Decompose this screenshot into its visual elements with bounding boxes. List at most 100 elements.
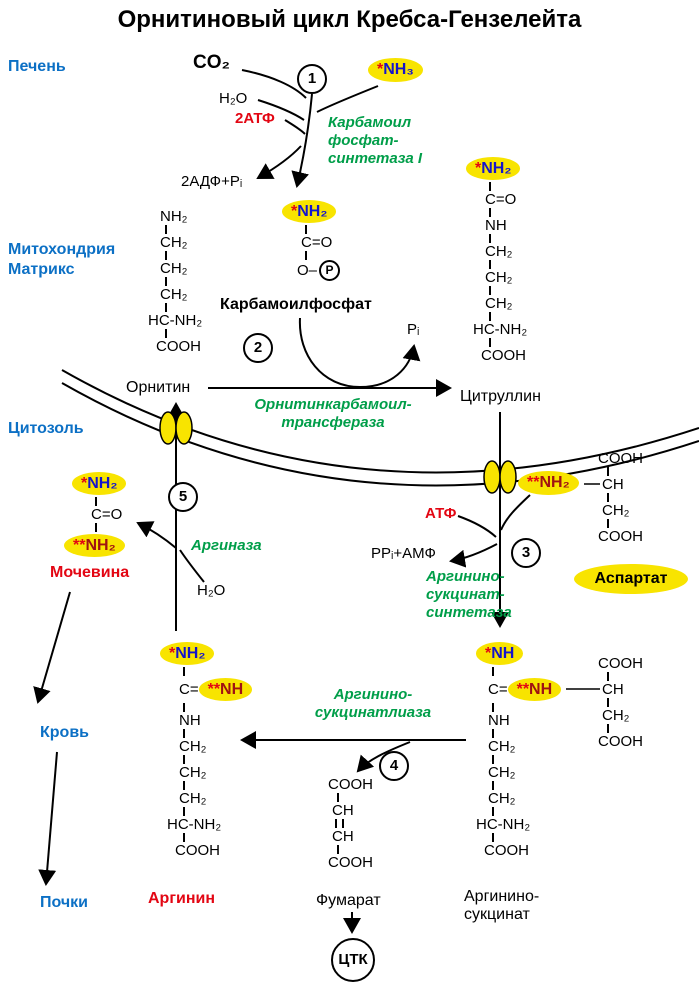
- molecule-arginine: *NH₂ C=**NH NH CH₂ CH₂ CH₂ HC-NH₂ COOH: [154, 640, 253, 859]
- formula-row: CH: [602, 476, 624, 493]
- bond: [492, 667, 494, 676]
- arginine-nh-star: **: [207, 681, 221, 698]
- formula-row: COOH: [156, 338, 201, 355]
- enzyme-asl-line2: сукцинатлиаза: [314, 704, 432, 721]
- ppi-amp-label: PPᵢ+АМФ: [371, 545, 436, 562]
- h2o-arginase-label: H₂O: [197, 582, 226, 599]
- carbon-double-bond: C=: [179, 681, 199, 698]
- enzyme-cps: Карбамоил фосфат- синтетаза I: [328, 114, 422, 168]
- bond: [95, 523, 97, 532]
- formula-row: NH: [488, 712, 510, 729]
- transporter-left-a: [159, 411, 177, 445]
- bond: [337, 793, 339, 802]
- pi-label: Pᵢ: [407, 321, 420, 338]
- bond: [492, 703, 494, 712]
- arginine-nh2-tag: *NH₂: [160, 640, 252, 667]
- enzyme-arginase: Аргиназа: [191, 537, 262, 554]
- arrow-cps-main: [291, 93, 313, 188]
- formula-row: CH: [332, 828, 354, 845]
- bond: [489, 260, 491, 269]
- arginine-nh2-star: *: [169, 645, 176, 662]
- carbamoyl-phosphate-label: Карбамоилфосфат: [220, 296, 372, 313]
- aspartate-nh2-tag: **NH₂: [518, 471, 579, 495]
- citrulline-label: Цитруллин: [460, 388, 541, 405]
- arginine-guanidino-row: C= **NH: [179, 676, 253, 703]
- bond: [492, 833, 494, 842]
- bond: [95, 497, 97, 506]
- arrow-urea-out: [136, 521, 177, 549]
- formula-row: HC-NH₂: [148, 312, 203, 329]
- formula-row: COOH: [481, 347, 526, 364]
- formula-row: CH: [602, 681, 624, 698]
- region-label-kidneys: Почки: [40, 894, 89, 911]
- phosphate-circle-icon: P: [319, 259, 341, 281]
- formula-row: COOH: [598, 655, 643, 672]
- bond: [607, 467, 609, 476]
- adp-pi-label: 2АДФ+Pᵢ: [181, 173, 243, 190]
- arrow-blood-to-kidneys: [38, 751, 58, 886]
- arrow-atp-in: [284, 119, 306, 135]
- tca-cycle-node: ЦТК: [331, 938, 375, 982]
- diagram-title: Орнитиновый цикл Кребса-Гензелейта: [117, 6, 582, 33]
- bond: [183, 807, 185, 816]
- oxygen-atom: O: [297, 261, 309, 279]
- formula-row: CH₂: [488, 790, 516, 807]
- argsuccinate-nh-text: NH: [529, 681, 553, 698]
- fumarate-label: Фумарат: [316, 892, 381, 909]
- bond: [607, 493, 609, 502]
- arginine-nh-text: NH: [220, 681, 244, 698]
- transporter-right-b: [499, 460, 517, 494]
- atp2-label: 2АТФ: [235, 110, 275, 127]
- formula-row: COOH: [598, 528, 643, 545]
- aspartate-nh2-star: **: [527, 474, 540, 491]
- enzyme-otc-line2: трансфераза: [281, 414, 385, 431]
- region-label-matrix: Матрикс: [8, 261, 75, 278]
- carbamoyl-nh2-tag: *NH₂: [282, 198, 340, 225]
- arrow-aspartate-in: [500, 494, 531, 531]
- molecule-urea: *NH₂ C=O **NH₂: [64, 470, 127, 559]
- argininosuccinate-label-line1: Аргинино-: [464, 888, 540, 905]
- formula-row: NH₂: [160, 208, 188, 225]
- molecule-citrulline: *NH₂ C=O NH CH₂ CH₂ CH₂ HC-NH₂ COOH: [466, 155, 527, 364]
- formula-row: C=O: [91, 506, 123, 523]
- ammonia-tag: *NH₃: [368, 58, 423, 82]
- bond: [183, 755, 185, 764]
- formula-row: COOH: [598, 450, 643, 467]
- enzyme-otc: Орнитинкарбамоил- трансфераза: [243, 396, 423, 432]
- step-circle-2: 2: [243, 333, 273, 363]
- urea-label: Мочевина: [50, 564, 130, 581]
- carbamoyl-phosphate-group: O–P: [297, 259, 341, 281]
- formula-row: HC-NH₂: [473, 321, 528, 338]
- region-label-liver: Печень: [8, 58, 66, 75]
- bond: [489, 286, 491, 295]
- formula-row: CH₂: [485, 295, 513, 312]
- region-label-blood: Кровь: [40, 724, 89, 741]
- step-circle-1: 1: [297, 64, 327, 94]
- carbamoyl-nh2-star: *: [291, 203, 298, 220]
- formula-row: CH₂: [179, 764, 207, 781]
- molecule-carbamoyl-phosphate: *NH₂ C=O O–P: [282, 198, 341, 281]
- argsuccinate-nh-star: **: [516, 681, 530, 698]
- argsuccinate-nh-top-star: *: [485, 645, 492, 662]
- bond: [607, 724, 609, 733]
- argsuccinate-nh-top-text: NH: [491, 645, 515, 662]
- molecule-ornithine: NH₂ CH₂ CH₂ CH₂ HC-NH₂ COOH: [148, 208, 202, 355]
- molecule-fumarate: COOH CH CH COOH: [324, 776, 373, 871]
- urea-nh2-bottom-tag: **NH₂: [64, 532, 126, 559]
- bond: [165, 225, 167, 234]
- formula-row: COOH: [328, 854, 373, 871]
- bond: [305, 225, 307, 234]
- arrow-carbamoyl-curve: [298, 317, 421, 389]
- transporter-left-b: [175, 411, 193, 445]
- formula-row: CH₂: [179, 790, 207, 807]
- formula-row: HC-NH₂: [167, 816, 222, 833]
- region-label-cytosol: Цитозоль: [8, 420, 84, 437]
- bond: [183, 703, 185, 712]
- arrow-co2-in: [241, 69, 307, 99]
- formula-row: COOH: [175, 842, 220, 859]
- bond: [183, 667, 185, 676]
- formula-row: NH: [485, 217, 507, 234]
- bond: [183, 729, 185, 738]
- bond: [489, 208, 491, 217]
- bond: [337, 845, 339, 854]
